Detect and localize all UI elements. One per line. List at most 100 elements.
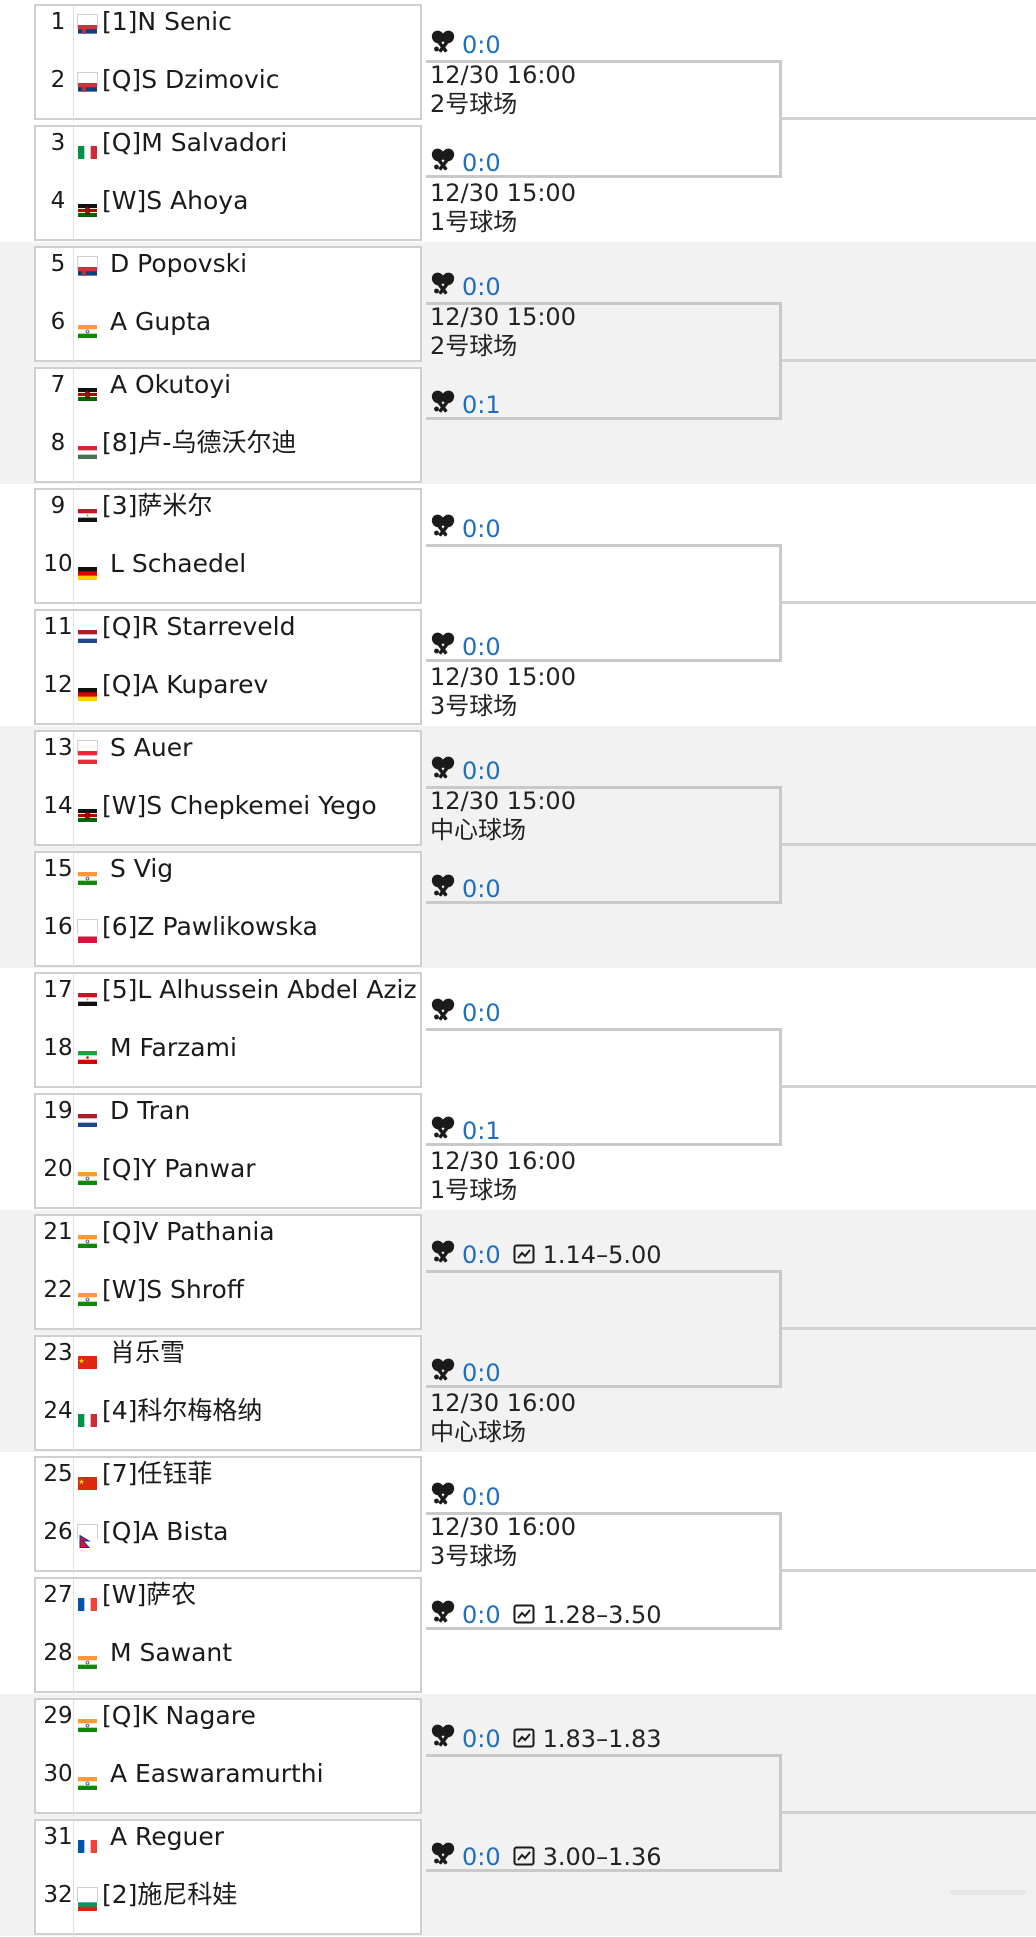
match-info[interactable]: 0:0 — [430, 272, 501, 301]
match-score[interactable]: 0:0 — [462, 31, 501, 59]
match-score[interactable]: 0:0 — [462, 1601, 501, 1629]
match-info[interactable]: 0:0 — [430, 514, 501, 543]
match-card[interactable]: 13 S Auer 14 [W]S Chepkemei Yego — [34, 730, 424, 848]
player-row[interactable]: 22 [W]S Shroff — [36, 1275, 424, 1307]
match-score[interactable]: 0:0 — [462, 1359, 501, 1387]
player-row[interactable]: 21 [Q]V Pathania — [36, 1217, 424, 1249]
player-name[interactable]: [Q]V Pathania — [102, 1217, 275, 1247]
player-row[interactable]: 7 A Okutoyi — [36, 370, 424, 402]
match-score[interactable]: 0:0 — [462, 757, 501, 785]
match-info[interactable]: 0:0 — [430, 30, 501, 59]
player-row[interactable]: 28 M Sawant — [36, 1638, 424, 1670]
player-row[interactable]: 30 A Easwaramurthi — [36, 1759, 424, 1791]
player-row[interactable]: 16 [6]Z Pawlikowska — [36, 912, 424, 944]
player-name[interactable]: [5]L Alhussein Abdel Aziz — [102, 975, 417, 1005]
player-name[interactable]: [Q]Y Panwar — [102, 1154, 256, 1184]
player-name[interactable]: A Reguer — [102, 1822, 224, 1852]
player-row[interactable]: 23 肖乐雪 — [36, 1338, 424, 1369]
player-row[interactable]: 32 [2]施尼科娃 — [36, 1880, 424, 1912]
match-score[interactable]: 0:0 — [462, 149, 501, 177]
player-name[interactable]: [3]萨米尔 — [102, 491, 212, 521]
player-row[interactable]: 24 [4]科尔梅格纳 — [36, 1396, 424, 1427]
match-info[interactable]: 0:0 — [430, 874, 501, 903]
match-info[interactable]: 0:0 — [430, 756, 501, 785]
player-name[interactable]: D Popovski — [102, 249, 247, 279]
match-card[interactable]: 9 [3]萨米尔 10 L Schaedel — [34, 488, 424, 606]
player-row[interactable]: 27 [W]萨农 — [36, 1580, 424, 1611]
match-card[interactable]: 27 [W]萨农 28 M Sawant — [34, 1577, 424, 1695]
match-odds[interactable]: 3.00–1.36 — [542, 1842, 662, 1871]
player-row[interactable]: 14 [W]S Chepkemei Yego — [36, 791, 424, 823]
player-row[interactable]: 25 [7]任钰菲 — [36, 1459, 424, 1490]
player-name[interactable]: A Easwaramurthi — [102, 1759, 324, 1789]
player-row[interactable]: 10 L Schaedel — [36, 549, 424, 581]
player-name[interactable]: A Gupta — [102, 307, 211, 337]
player-name[interactable]: [Q]R Starreveld — [102, 612, 295, 642]
player-row[interactable]: 6 A Gupta — [36, 307, 424, 339]
player-name[interactable]: [W]萨农 — [102, 1580, 196, 1610]
player-row[interactable]: 13 S Auer — [36, 733, 424, 765]
player-name[interactable]: [1]N Senic — [102, 7, 232, 37]
match-score[interactable]: 0:0 — [462, 273, 501, 301]
match-card[interactable]: 11 [Q]R Starreveld 12 [Q]A Kuparev — [34, 609, 424, 727]
match-info[interactable]: 0:1 — [430, 390, 501, 419]
player-row[interactable]: 2 [Q]S Dzimovic — [36, 65, 424, 97]
match-info[interactable]: 0:1 — [430, 1116, 501, 1145]
player-name[interactable]: M Sawant — [102, 1638, 232, 1668]
player-row[interactable]: 17 [5]L Alhussein Abdel Aziz — [36, 975, 424, 1007]
match-card[interactable]: 29 [Q]K Nagare 30 A Easwaramurthi — [34, 1698, 424, 1816]
match-info[interactable]: 0:0 1.28–3.50 — [430, 1600, 662, 1629]
match-info[interactable]: 0:0 1.83–1.83 — [430, 1724, 662, 1753]
player-name[interactable]: [Q]A Bista — [102, 1517, 228, 1547]
player-row[interactable]: 31 A Reguer — [36, 1822, 424, 1853]
match-info[interactable]: 0:0 — [430, 1482, 501, 1511]
player-name[interactable]: S Auer — [102, 733, 192, 763]
player-name[interactable]: M Farzami — [102, 1033, 237, 1063]
player-row[interactable]: 11 [Q]R Starreveld — [36, 612, 424, 644]
match-card[interactable]: 5 D Popovski 6 A Gupta — [34, 246, 424, 364]
player-row[interactable]: 1 [1]N Senic — [36, 7, 424, 39]
match-score[interactable]: 0:0 — [462, 633, 501, 661]
match-info[interactable]: 0:0 1.14–5.00 — [430, 1240, 662, 1269]
match-info[interactable]: 0:0 — [430, 998, 501, 1027]
match-card[interactable]: 3 [Q]M Salvadori 4 [W]S Ahoya — [34, 125, 424, 243]
player-name[interactable]: [6]Z Pawlikowska — [102, 912, 318, 942]
match-info[interactable]: 0:0 — [430, 632, 501, 661]
match-info[interactable]: 0:0 3.00–1.36 — [430, 1842, 662, 1871]
player-name[interactable]: [2]施尼科娃 — [102, 1880, 237, 1910]
player-row[interactable]: 5 D Popovski — [36, 249, 424, 281]
match-score[interactable]: 0:0 — [462, 1483, 501, 1511]
match-card[interactable]: 1 [1]N Senic 2 [Q]S Dzimovic — [34, 4, 424, 122]
player-name[interactable]: [Q]K Nagare — [102, 1701, 256, 1731]
match-score[interactable]: 0:1 — [462, 391, 501, 419]
player-row[interactable]: 26 [Q]A Bista — [36, 1517, 424, 1548]
match-odds[interactable]: 1.14–5.00 — [542, 1240, 662, 1269]
match-card[interactable]: 17 [5]L Alhussein Abdel Aziz 18 M Farzam… — [34, 972, 424, 1090]
player-row[interactable]: 15 S Vig — [36, 854, 424, 886]
match-card[interactable]: 25 [7]任钰菲 26 [Q]A Bista — [34, 1456, 424, 1574]
match-score[interactable]: 0:0 — [462, 515, 501, 543]
player-row[interactable]: 3 [Q]M Salvadori — [36, 128, 424, 159]
player-name[interactable]: [4]科尔梅格纳 — [102, 1396, 262, 1426]
match-info[interactable]: 0:0 — [430, 148, 501, 177]
player-name[interactable]: L Schaedel — [102, 549, 246, 579]
player-row[interactable]: 8 [8]卢-乌德沃尔迪 — [36, 428, 424, 460]
match-score[interactable]: 0:1 — [462, 1117, 501, 1145]
player-name[interactable]: [7]任钰菲 — [102, 1459, 212, 1489]
match-card[interactable]: 7 A Okutoyi 8 [8]卢-乌德沃尔迪 — [34, 367, 424, 485]
match-card[interactable]: 31 A Reguer 32 [2]施尼科娃 — [34, 1819, 424, 1937]
match-score[interactable]: 0:0 — [462, 1843, 501, 1871]
match-score[interactable]: 0:0 — [462, 1725, 501, 1753]
player-name[interactable]: [W]S Chepkemei Yego — [102, 791, 377, 821]
player-name[interactable]: 肖乐雪 — [102, 1338, 185, 1368]
player-row[interactable]: 12 [Q]A Kuparev — [36, 670, 424, 702]
player-name[interactable]: [Q]A Kuparev — [102, 670, 268, 700]
player-row[interactable]: 4 [W]S Ahoya — [36, 186, 424, 218]
player-row[interactable]: 20 [Q]Y Panwar — [36, 1154, 424, 1186]
match-card[interactable]: 23 肖乐雪 24 [4]科尔梅格纳 — [34, 1335, 424, 1453]
player-row[interactable]: 19 D Tran — [36, 1096, 424, 1128]
match-info[interactable]: 0:0 — [430, 1358, 501, 1387]
player-row[interactable]: 29 [Q]K Nagare — [36, 1701, 424, 1733]
match-card[interactable]: 21 [Q]V Pathania 22 [W]S Shroff — [34, 1214, 424, 1332]
player-name[interactable]: [W]S Ahoya — [102, 186, 248, 216]
